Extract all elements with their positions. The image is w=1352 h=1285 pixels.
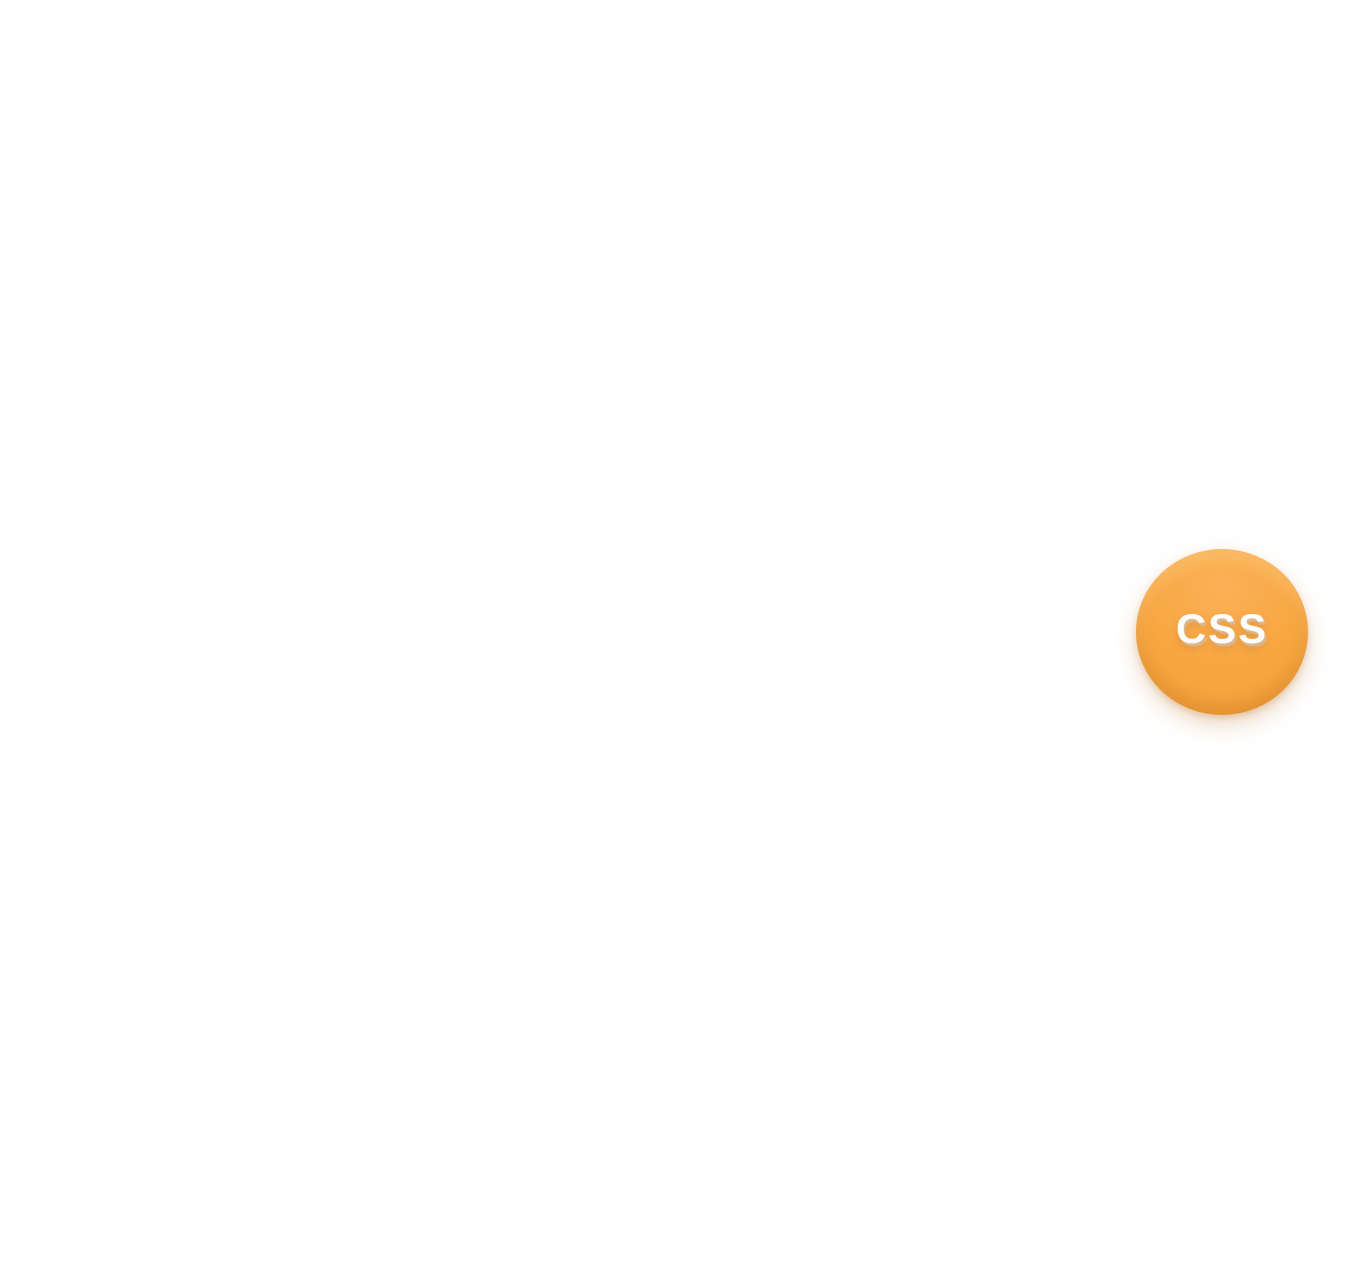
css-badge-label: CSS	[1175, 605, 1269, 652]
css-badge: CSS	[1136, 549, 1308, 715]
